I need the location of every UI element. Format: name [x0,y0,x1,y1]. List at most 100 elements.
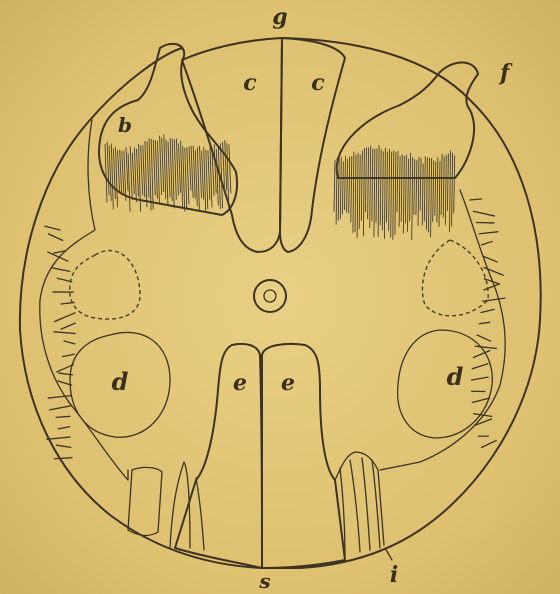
fringe-branch [479,232,497,234]
hatch-stroke [353,152,354,233]
hatch-stroke [439,161,440,227]
hatch-stroke [166,139,168,204]
hatch-stroke [387,152,388,223]
posterior-column-left [182,38,282,252]
hatch-stroke [162,138,164,192]
hatch-stroke [132,153,134,195]
hatch-stroke [345,156,346,210]
label-c-right: c [311,70,325,96]
hatch-stroke [158,141,160,204]
hatch-stroke [204,147,206,212]
hatch-stroke [420,158,421,211]
hatch-stroke [408,159,409,232]
hatch-stroke [349,156,350,213]
hatch-stroke [342,161,343,214]
fringe-left [45,226,75,459]
hatching-right [334,145,455,240]
hatch-stroke [147,142,149,198]
fringe-branch [47,437,70,439]
hatch-stroke [376,148,377,222]
anterior-root-right-b [350,460,360,552]
hatch-stroke [179,143,181,193]
hatch-stroke [414,159,415,214]
hatch-stroke [193,146,195,199]
hatch-stroke [143,145,145,197]
hatch-stroke [384,148,385,239]
fringe-branch [481,309,494,312]
hatch-stroke [405,155,406,223]
fringe-branch [470,199,482,200]
hatch-stroke [395,152,396,235]
hatch-stroke [208,150,210,200]
hatch-stroke [187,147,189,204]
hatch-stroke [429,158,430,232]
fringe-branch [64,341,75,344]
hatch-stroke [399,156,400,227]
label-c-left: c [243,70,257,96]
fringe-branch [479,322,490,323]
hatch-stroke [454,155,455,213]
fringe-branch [475,346,496,348]
hatch-stroke [172,139,174,209]
fringe-branch [57,278,71,282]
hatch-stroke [374,149,375,237]
fringe-branch [482,241,493,245]
hatch-stroke [366,147,367,212]
hatch-stroke [361,150,362,220]
anterior-box-left [128,467,162,535]
hatch-stroke [435,162,436,216]
fringe-branch [54,458,72,459]
fringe-branch [63,354,75,356]
hatch-stroke [393,150,394,239]
hatch-stroke [149,139,151,211]
hatch-stroke [340,157,341,219]
hatch-stroke [176,139,178,196]
fringe-branch [472,364,488,369]
fringe-branch [473,211,494,216]
hatch-stroke [370,146,371,228]
hatch-stroke [391,152,392,238]
hatch-stroke [185,148,187,209]
anterior-column-right [262,344,345,568]
lateral-tract-left-upper [70,251,140,320]
hatch-stroke [229,144,231,193]
hatch-stroke [433,160,434,222]
fringe-branch [48,396,71,398]
fringe-branch [54,313,75,322]
hatch-stroke [130,146,132,199]
anterior-column-left [175,344,262,568]
hatch-stroke [181,140,183,206]
hatch-stroke [118,150,120,191]
hatch-stroke [128,153,130,211]
fringe-branch [484,284,499,290]
label-d-right: d [447,362,464,391]
fringe-branch [49,234,63,240]
hatch-stroke [412,157,413,240]
hatch-stroke [225,140,227,190]
fringe-branch [54,332,75,334]
hatch-stroke [372,148,373,221]
label-i: i [390,562,398,588]
hatch-stroke [431,158,432,237]
hatch-stroke [359,155,360,229]
hatch-stroke [168,142,170,197]
hatch-stroke [368,148,369,220]
hatch-stroke [214,144,216,193]
label-s: s [258,569,270,593]
hatch-stroke [153,140,155,195]
hatch-stroke [122,151,124,193]
hatch-stroke [105,144,107,202]
fringe-branch [472,377,489,380]
hatch-stroke [155,140,157,199]
label-b: b [118,113,132,137]
hatch-stroke [447,153,448,210]
fringe-branch [56,445,71,447]
hatch-stroke [109,146,111,202]
fringe-branch [481,440,496,447]
hatch-stroke [202,151,204,200]
hatch-stroke [450,150,451,232]
hatch-stroke [452,153,453,227]
central-canal-outer [254,280,286,312]
hatch-stroke [338,156,339,220]
